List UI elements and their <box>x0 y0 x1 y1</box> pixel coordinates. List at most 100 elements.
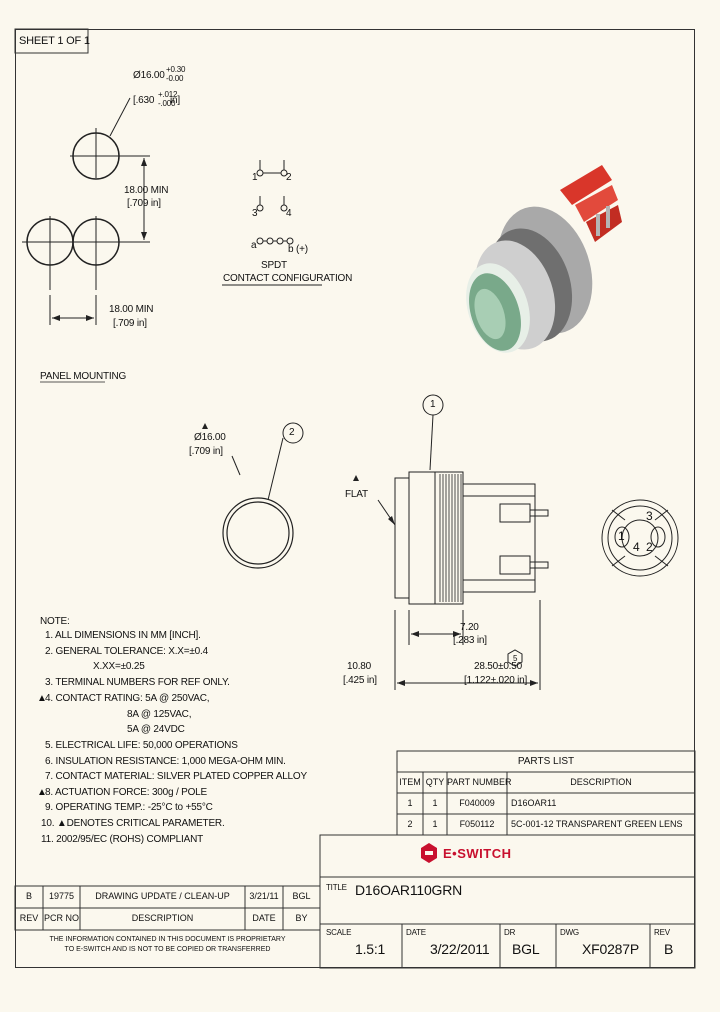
ring-leaders <box>231 422 304 501</box>
note-10: 10. ▲DENOTES CRITICAL PARAMETER. <box>41 818 225 829</box>
panel-hole-inch: [.630 <box>133 95 155 106</box>
lens-ring-inner <box>226 501 290 565</box>
panel-centerlines <box>22 97 150 325</box>
ring-diameter-inch: [.709 in] <box>189 446 223 457</box>
parts-row-1-qty: 1 <box>432 798 438 808</box>
proprietary-line-2: TO E-SWITCH AND IS NOT TO BE COPIED OR T… <box>64 946 271 953</box>
note-7: 7. CONTACT MATERIAL: SILVER PLATED COPPE… <box>45 771 307 782</box>
note-1: 1. ALL DIMENSIONS IN MM [INCH]. <box>45 630 201 641</box>
notes-heading: NOTE: <box>40 616 70 627</box>
panel-mounting-title: PANEL MOUNTING <box>40 371 127 382</box>
note-8-triangle: ▲ <box>37 787 47 798</box>
parts-header-item: ITEM <box>399 777 421 787</box>
terminal-a-label: a <box>251 240 257 251</box>
terminal-2-label: 2 <box>286 172 292 183</box>
drawn-by-value: BGL <box>512 941 540 957</box>
note-4: 4. CONTACT RATING: 5A @ 250VAC, <box>45 693 210 704</box>
panel-horizontal-dim-in: [.709 in] <box>113 318 147 329</box>
scale-value: 1.5:1 <box>355 941 386 957</box>
parts-list-title: PARTS LIST <box>517 756 575 767</box>
note-11: 11. 2002/95/EC (ROHS) COMPLIANT <box>41 834 204 845</box>
parts-header-qty: QTY <box>425 777 445 787</box>
rev-header-pcr: PCR NO <box>43 913 79 923</box>
rev-header-by: BY <box>295 913 308 923</box>
parts-row-1-part-number: F040009 <box>459 798 495 808</box>
company-logo: E•SWITCH <box>443 846 512 861</box>
logo-mark-icon <box>421 843 437 863</box>
terminal-1-label: 1 <box>252 172 258 183</box>
rev-row-description: DRAWING UPDATE / CLEAN-UP <box>95 891 230 901</box>
parts-row-2-qty: 1 <box>432 819 438 829</box>
end-view-terminal-3: 3 <box>646 509 653 523</box>
dim-10-80-in: [.425 in] <box>343 675 377 686</box>
panel-inch-close: in] <box>170 95 180 106</box>
rev-row-date: 3/21/11 <box>249 891 279 901</box>
end-view-terminal-4: 4 <box>633 540 640 554</box>
note-6: 6. INSULATION RESISTANCE: 1,000 MEGA-OHM… <box>45 756 286 767</box>
dim-10-80-mm: 10.80 <box>347 661 372 672</box>
note-4-triangle: ▲ <box>37 693 47 704</box>
dim-28-50-mm: 28.50±0.50 <box>474 661 522 672</box>
panel-tol-plus: +0.30 <box>166 65 186 74</box>
side-knurl <box>439 474 462 602</box>
flat-label: FLAT <box>345 489 368 500</box>
note-4c: 5A @ 24VDC <box>127 724 185 735</box>
side-dim-arrows <box>353 475 538 686</box>
rev-header-description: DESCRIPTION <box>131 913 194 923</box>
sheet-label-box <box>14 28 89 54</box>
title-label: TITLE <box>326 883 347 892</box>
end-view <box>601 499 679 577</box>
contact-type: SPDT <box>261 260 287 271</box>
note-5: 5. ELECTRICAL LIFE: 50,000 OPERATIONS <box>45 740 238 751</box>
terminal-4-label: 4 <box>286 208 292 219</box>
hex-symbol <box>507 649 523 667</box>
dim-arrows-panel <box>52 158 147 321</box>
balloon-2: 2 <box>289 427 295 438</box>
rev-row-rev: B <box>25 891 32 901</box>
dim-7-20-in: [.283 in] <box>453 635 487 646</box>
drawn-by-label: DR <box>504 928 516 937</box>
dim-28-50-in: [1.122±.020 in] <box>464 675 528 686</box>
panel-horizontal-dim-mm: 18.00 MIN <box>109 304 154 315</box>
parts-row-2-item: 2 <box>407 819 413 829</box>
note-2: 2. GENERAL TOLERANCE: X.X=±0.4 <box>45 646 208 657</box>
lens-ring-outer <box>222 497 294 569</box>
note-2b: X.XX=±0.25 <box>93 661 145 672</box>
proprietary-line-1: THE INFORMATION CONTAINED IN THIS DOCUME… <box>49 936 286 943</box>
parts-header-part-number: PART NUMBER <box>447 777 512 787</box>
terminal-b-label: b (+) <box>288 244 308 255</box>
rev-row-by: BGL <box>292 891 311 901</box>
revision-block <box>14 885 321 931</box>
terminal-3-label: 3 <box>252 208 258 219</box>
rev-label: REV <box>654 928 670 937</box>
rev-value: B <box>664 941 674 957</box>
parts-header-description: DESCRIPTION <box>570 777 632 787</box>
parts-row-1-description: D16OAR11 <box>511 798 557 808</box>
hex-label: 5 <box>513 654 518 663</box>
end-view-terminal-2: 2 <box>646 540 653 554</box>
panel-inch-tol-plus: +.012 <box>158 90 178 99</box>
note-3: 3. TERMINAL NUMBERS FOR REF ONLY. <box>45 677 230 688</box>
note-8: 8. ACTUATION FORCE: 300g / POLE <box>45 787 207 798</box>
product-image <box>466 165 622 353</box>
scale-label: SCALE <box>326 928 352 937</box>
panel-tol-minus: -0.00 <box>166 74 184 83</box>
critical-triangle-1 <box>202 423 208 429</box>
drawing-title: D16OAR110GRN <box>355 882 463 898</box>
note-9: 9. OPERATING TEMP.: -25°C to +55°C <box>45 802 213 813</box>
dwg-value: XF0287P <box>582 941 639 957</box>
panel-inch-tol-minus: -.000 <box>158 99 176 108</box>
date-label: DATE <box>406 928 426 937</box>
rev-header-rev: REV <box>19 913 39 923</box>
panel-vertical-dim-in: [.709 in] <box>127 198 161 209</box>
panel-hole-diameter: Ø16.00 <box>133 70 165 81</box>
sheet-label: SHEET 1 OF 1 <box>19 35 90 47</box>
parts-row-1-item: 1 <box>407 798 413 808</box>
side-view <box>394 471 549 605</box>
panel-vertical-dim-mm: 18.00 MIN <box>124 185 169 196</box>
dwg-label: DWG <box>560 928 579 937</box>
balloon-1: 1 <box>430 399 436 410</box>
parts-row-2-part-number: F050112 <box>459 819 495 829</box>
end-view-terminal-1: 1 <box>618 529 625 543</box>
